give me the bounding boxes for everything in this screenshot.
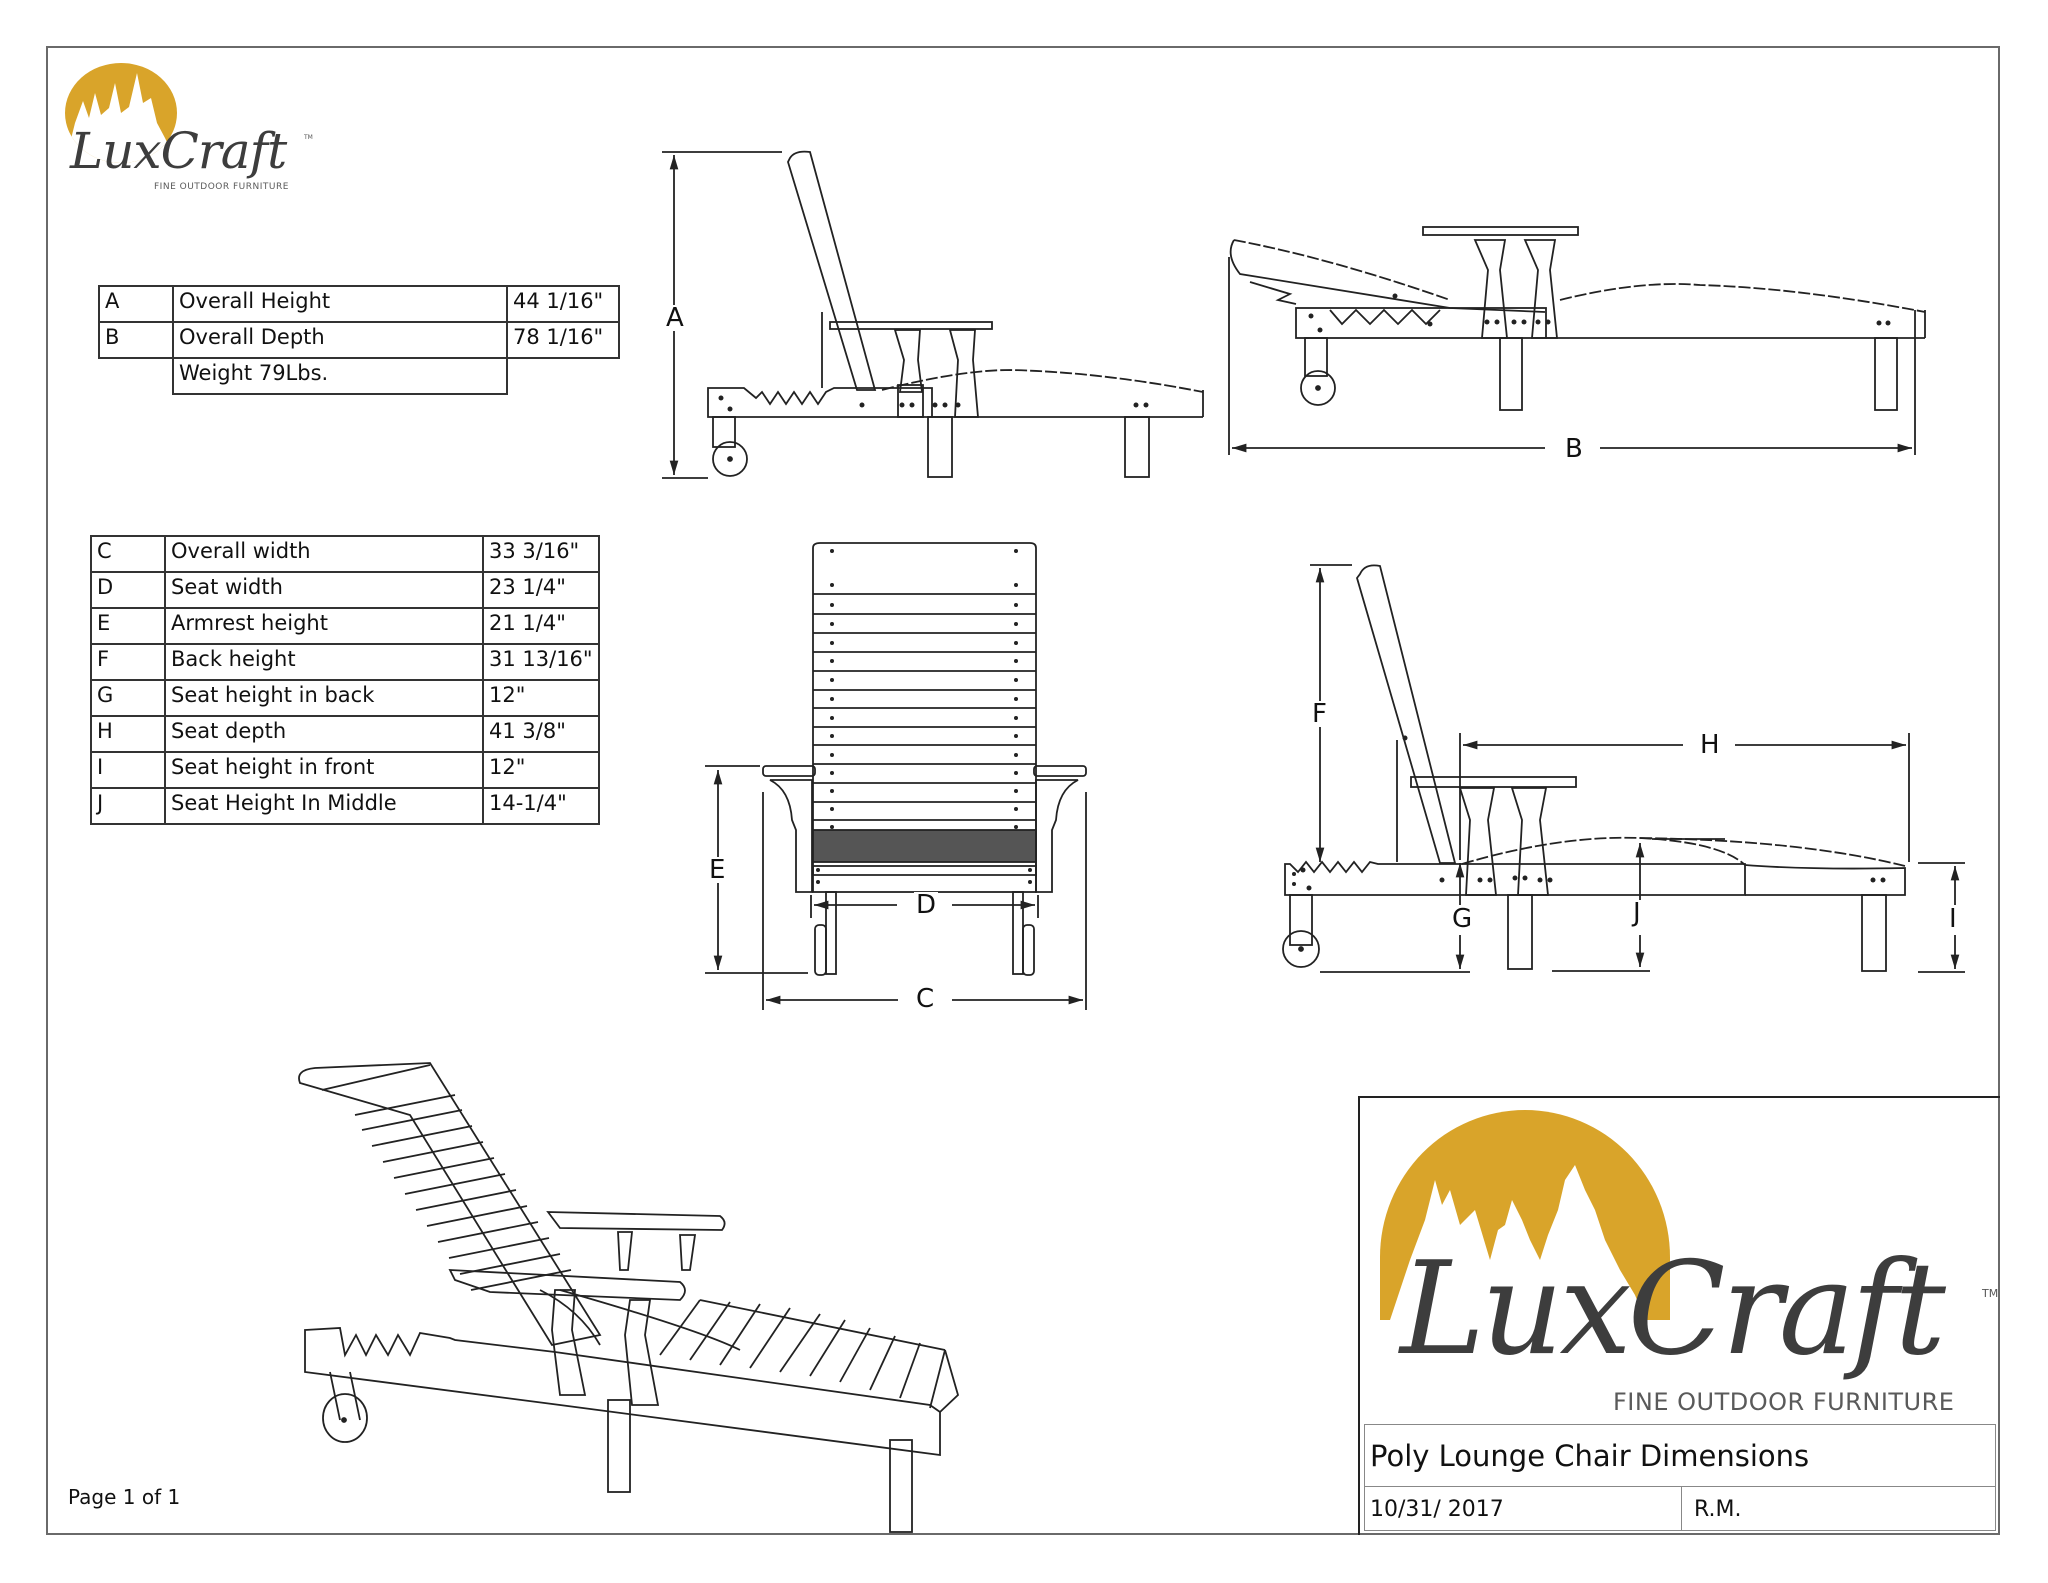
dim-label-g: G	[1450, 904, 1475, 934]
brand-logo-small: LuxCraft TM FINE OUTDOOR FURNITURE	[60, 58, 320, 198]
trademark-mark: TM	[1982, 1287, 1999, 1300]
dim-label-c: C	[914, 984, 937, 1014]
page-number: Page 1 of 1	[68, 1485, 181, 1509]
dimension-key: A	[98, 285, 174, 323]
table-row: A Overall Height 44 1/16"	[98, 285, 620, 323]
dimension-value: 78 1/16"	[506, 321, 620, 359]
side-view-upright	[662, 150, 1204, 479]
brand-tagline: FINE OUTDOOR FURNITURE	[154, 182, 289, 192]
dimension-label: Back height	[164, 643, 484, 681]
dimension-value: 12"	[482, 679, 600, 717]
dimension-value: 21 1/4"	[482, 607, 600, 645]
tree-silhouette-icon	[1390, 1165, 1645, 1320]
dimension-value: 31 13/16"	[482, 643, 600, 681]
dimension-value: 44 1/16"	[506, 285, 620, 323]
dimension-value: 33 3/16"	[482, 535, 600, 573]
dimension-label: Seat height in back	[164, 679, 484, 717]
table-row: B Overall Depth 78 1/16"	[98, 321, 620, 359]
brand-wordmark: LuxCraft	[1400, 1235, 1946, 1384]
dimension-label: Overall width	[164, 535, 484, 573]
dimension-value: 14-1/4"	[482, 787, 600, 825]
title-block-table: Poly Lounge Chair Dimensions 10/31/ 2017…	[1364, 1424, 1996, 1531]
dimension-key: B	[98, 321, 174, 359]
tree-silhouette-icon	[65, 73, 177, 163]
dimension-key: F	[90, 643, 166, 681]
weight-note: Weight 79Lbs.	[172, 357, 508, 395]
sun-icon	[65, 63, 177, 163]
dim-label-d: D	[914, 890, 939, 920]
front-view	[705, 542, 1087, 1010]
dimension-value: 41 3/8"	[482, 715, 600, 753]
dimension-label: Seat depth	[164, 715, 484, 753]
dimension-key: C	[90, 535, 166, 573]
dim-label-h: H	[1698, 730, 1722, 760]
dimension-key: D	[90, 571, 166, 609]
isometric-view	[298, 1062, 960, 1533]
drawing-author: R.M.	[1694, 1497, 1742, 1522]
dimension-key: H	[90, 715, 166, 753]
dim-label-i: I	[1947, 904, 1959, 934]
brand-wordmark: LuxCraft	[70, 122, 287, 180]
dimension-value: 12"	[482, 751, 600, 789]
brand-logo-large: LuxCraft TM FINE OUTDOOR FURNITURE	[1370, 1105, 2000, 1425]
drawing-date: 10/31/ 2017	[1365, 1487, 1682, 1530]
dim-label-e: E	[707, 855, 728, 885]
dimension-key: G	[90, 679, 166, 717]
dimension-label: Armrest height	[164, 607, 484, 645]
dim-label-j: J	[1631, 898, 1643, 928]
dim-label-a: A	[664, 303, 686, 333]
dimension-value: 23 1/4"	[482, 571, 600, 609]
dimension-label: Overall Depth	[172, 321, 508, 359]
table-row: Weight 79Lbs.	[99, 357, 619, 395]
trademark-mark: TM	[304, 134, 313, 141]
title-block	[1358, 1096, 2000, 1535]
dimension-key: E	[90, 607, 166, 645]
dim-label-f: F	[1310, 699, 1329, 729]
dimension-key: I	[90, 751, 166, 789]
dim-label-b: B	[1563, 434, 1585, 464]
side-view-reclined	[1228, 226, 1926, 455]
dimension-label: Seat Height In Middle	[164, 787, 484, 825]
side-view-detail	[1282, 564, 1965, 973]
overall-dimensions-table: A Overall Height 44 1/16" B Overall Dept…	[98, 285, 620, 395]
dimension-label: Seat width	[164, 571, 484, 609]
dimension-key: J	[90, 787, 166, 825]
page-border	[46, 46, 2000, 1535]
brand-tagline: FINE OUTDOOR FURNITURE	[1613, 1388, 1955, 1416]
dimension-label: Seat height in front	[164, 751, 484, 789]
drawing-title: Poly Lounge Chair Dimensions	[1365, 1425, 1995, 1487]
dimension-label: Overall Height	[172, 285, 508, 323]
